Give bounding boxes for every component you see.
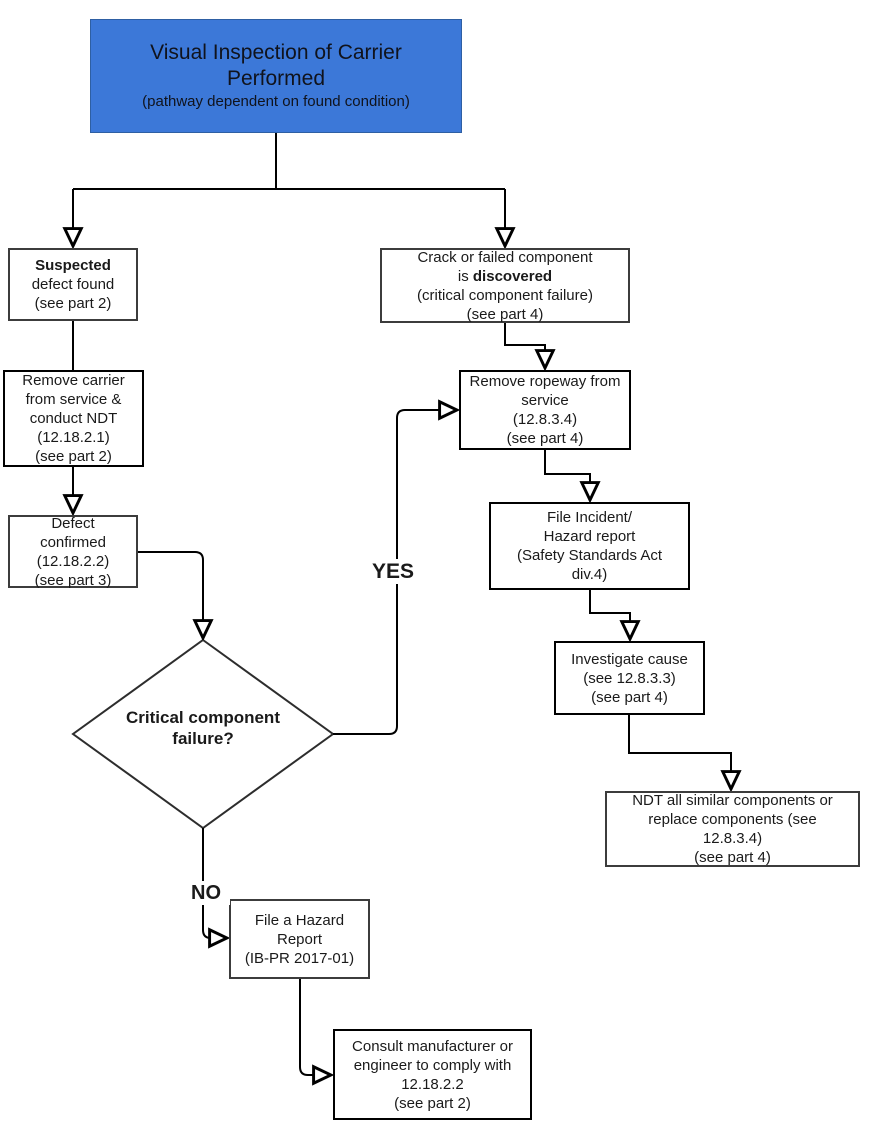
node-remove-ropeway: Remove ropeway from service (12.8.3.4) (… — [459, 370, 631, 450]
node-remove-ropeway-text: Remove ropeway from service (12.8.3.4) (… — [469, 373, 621, 447]
node-ndt-all-components: NDT all similar components or replace co… — [605, 791, 860, 867]
node-remove-carrier-text: Remove carrier from service & conduct ND… — [22, 372, 125, 465]
connector-decision-no — [202, 828, 227, 938]
node-investigate-cause: Investigate cause (see 12.8.3.3) (see pa… — [554, 641, 705, 715]
node-file-hazard-report-text: File a Hazard Report (IB-PR 2017-01) — [244, 911, 355, 967]
node-title: Visual Inspection of Carrier Performed (… — [90, 19, 462, 133]
connector-hazard-to-consult — [299, 979, 331, 1075]
node-file-hazard-report: File a Hazard Report (IB-PR 2017-01) — [229, 899, 370, 979]
node-ndt-all-components-text: NDT all similar components or replace co… — [632, 792, 833, 866]
connector-crack-to-ropeway — [504, 323, 545, 368]
node-consult-manufacturer: Consult manufacturer or engineer to comp… — [333, 1029, 532, 1120]
connector-incident-to-investigate — [589, 590, 630, 639]
node-suspected-defect: Suspected defect found (see part 2) — [8, 248, 138, 321]
node-file-incident-text: File Incident/ Hazard report (Safety Sta… — [516, 509, 663, 583]
node-remove-carrier: Remove carrier from service & conduct ND… — [3, 370, 144, 467]
title-text: Visual Inspection of Carrier Performed — [150, 41, 402, 90]
decision-text: Critical component failure? — [126, 708, 280, 748]
node-defect-confirmed-text: Defect confirmed (12.18.2.2) (see part 3… — [34, 514, 112, 589]
connector-investigate-to-ndt — [628, 715, 731, 789]
label-yes: YES — [363, 559, 423, 584]
node-file-incident: File Incident/ Hazard report (Safety Sta… — [489, 502, 690, 590]
node-crack-discovered: Crack or failed component is discovered … — [380, 248, 630, 323]
node-consult-manufacturer-text: Consult manufacturer or engineer to comp… — [352, 1037, 513, 1112]
node-crack-discovered-text: Crack or failed component is discovered … — [417, 248, 593, 323]
connector-ropeway-to-incident — [544, 450, 590, 500]
node-defect-confirmed: Defect confirmed (12.18.2.2) (see part 3… — [8, 514, 138, 589]
title-subtitle: (pathway dependent on found condition) — [142, 93, 410, 110]
connector-defect-to-decision — [138, 551, 203, 638]
node-suspected-defect-text: Suspected defect found (see part 2) — [31, 257, 115, 312]
node-investigate-cause-text: Investigate cause (see 12.8.3.3) (see pa… — [571, 650, 688, 706]
label-no: NO — [182, 881, 230, 905]
